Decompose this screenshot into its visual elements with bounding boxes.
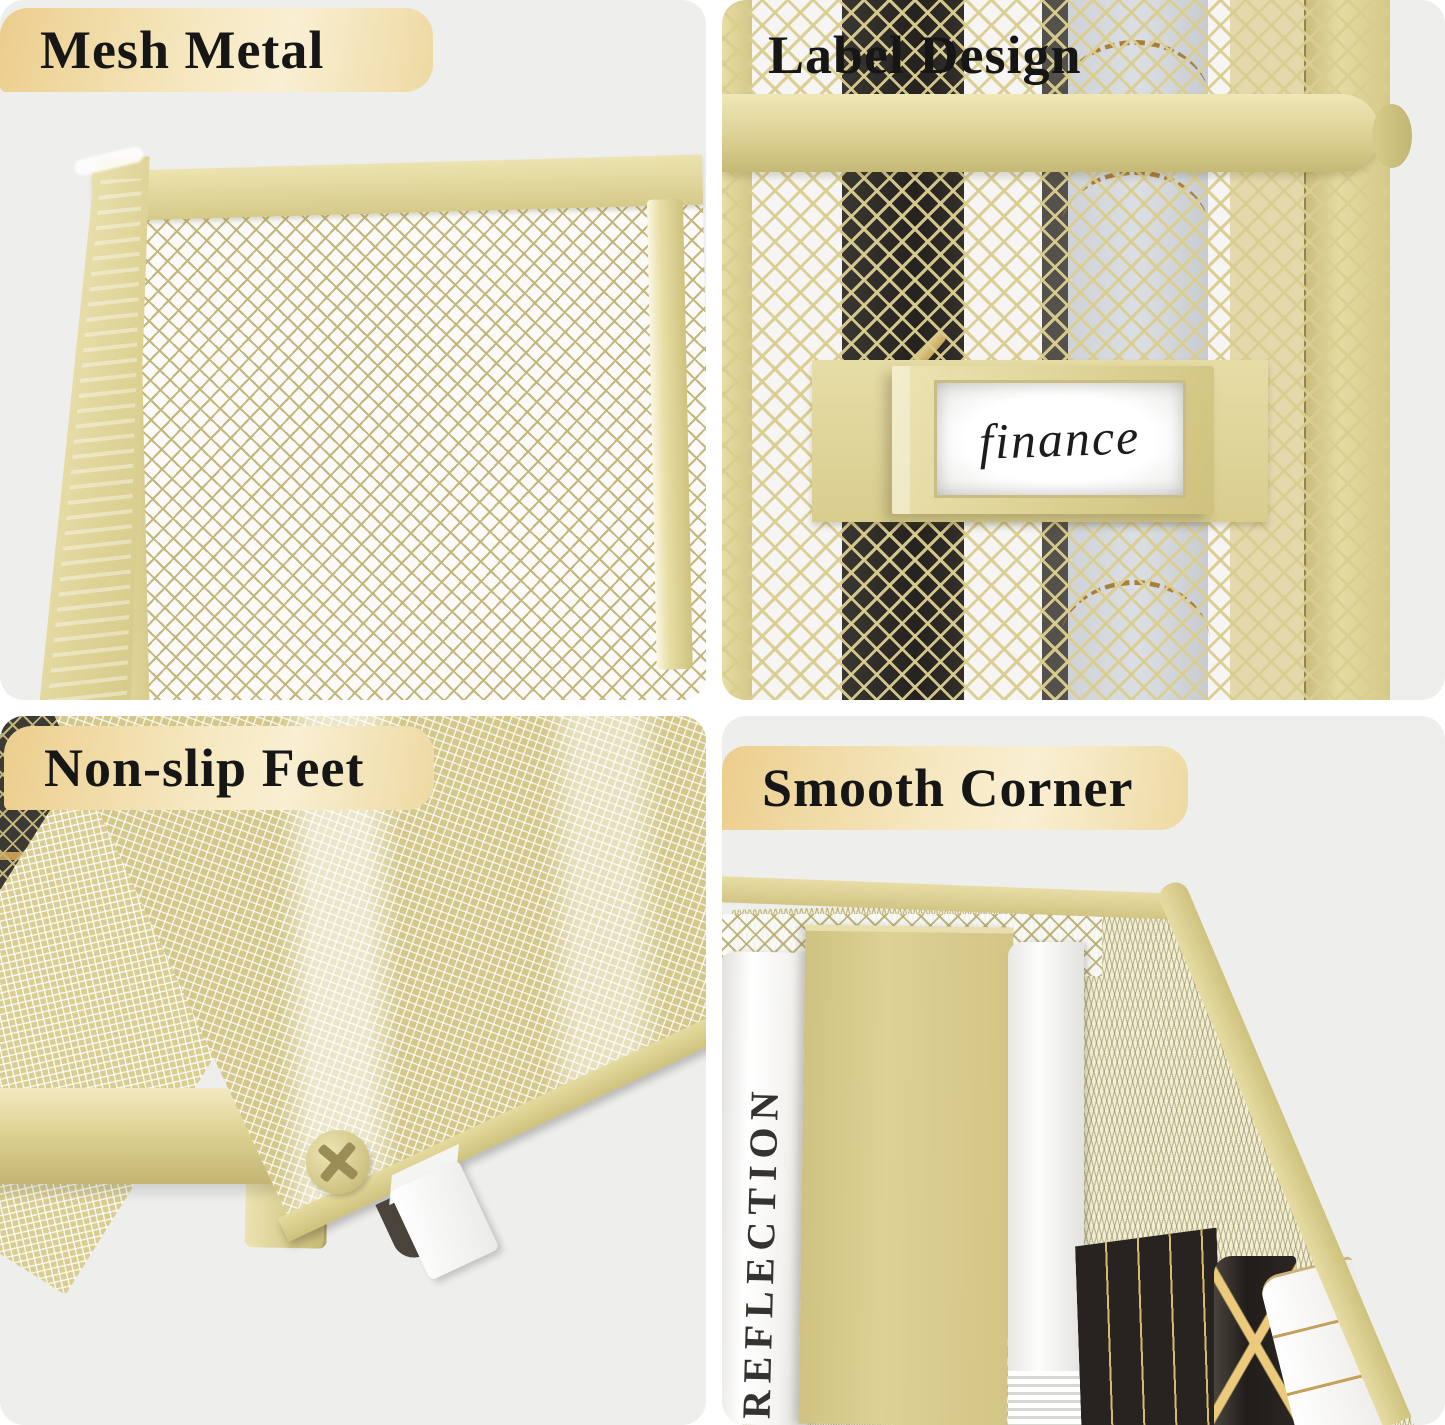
feature-title: Label Design [768,25,1082,85]
feature-panel-non-slip-feet: Non-slip Feet [0,716,706,1425]
black-book-gold-lines [1075,1228,1224,1425]
corner-screw [306,1130,370,1194]
feature-label-pill: Non-slip Feet [4,726,434,810]
feature-title: Non-slip Feet [44,738,365,798]
top-rail [722,94,1380,172]
white-folder [1008,942,1084,1425]
mesh-panel [125,204,706,700]
label-card-window: finance [934,380,1186,498]
feature-panel-label-design: finance Label Design [722,0,1445,700]
feature-panel-smooth-corner: REFLECTION Smooth Corner [722,716,1445,1425]
book-spine-text: REFLECTION [733,1083,788,1420]
label-card-text: finance [978,408,1142,470]
feature-title: Mesh Metal [40,20,325,80]
feature-panel-mesh-metal: Mesh Metal [0,0,706,700]
feature-title: Smooth Corner [762,758,1134,818]
gold-divider-panel [798,924,1014,1425]
feature-label-pill: Smooth Corner [722,746,1188,830]
mesh-frame-photo [0,0,706,700]
feature-label-pill: Mesh Metal [0,8,433,92]
rail-end-cap [1372,104,1412,168]
